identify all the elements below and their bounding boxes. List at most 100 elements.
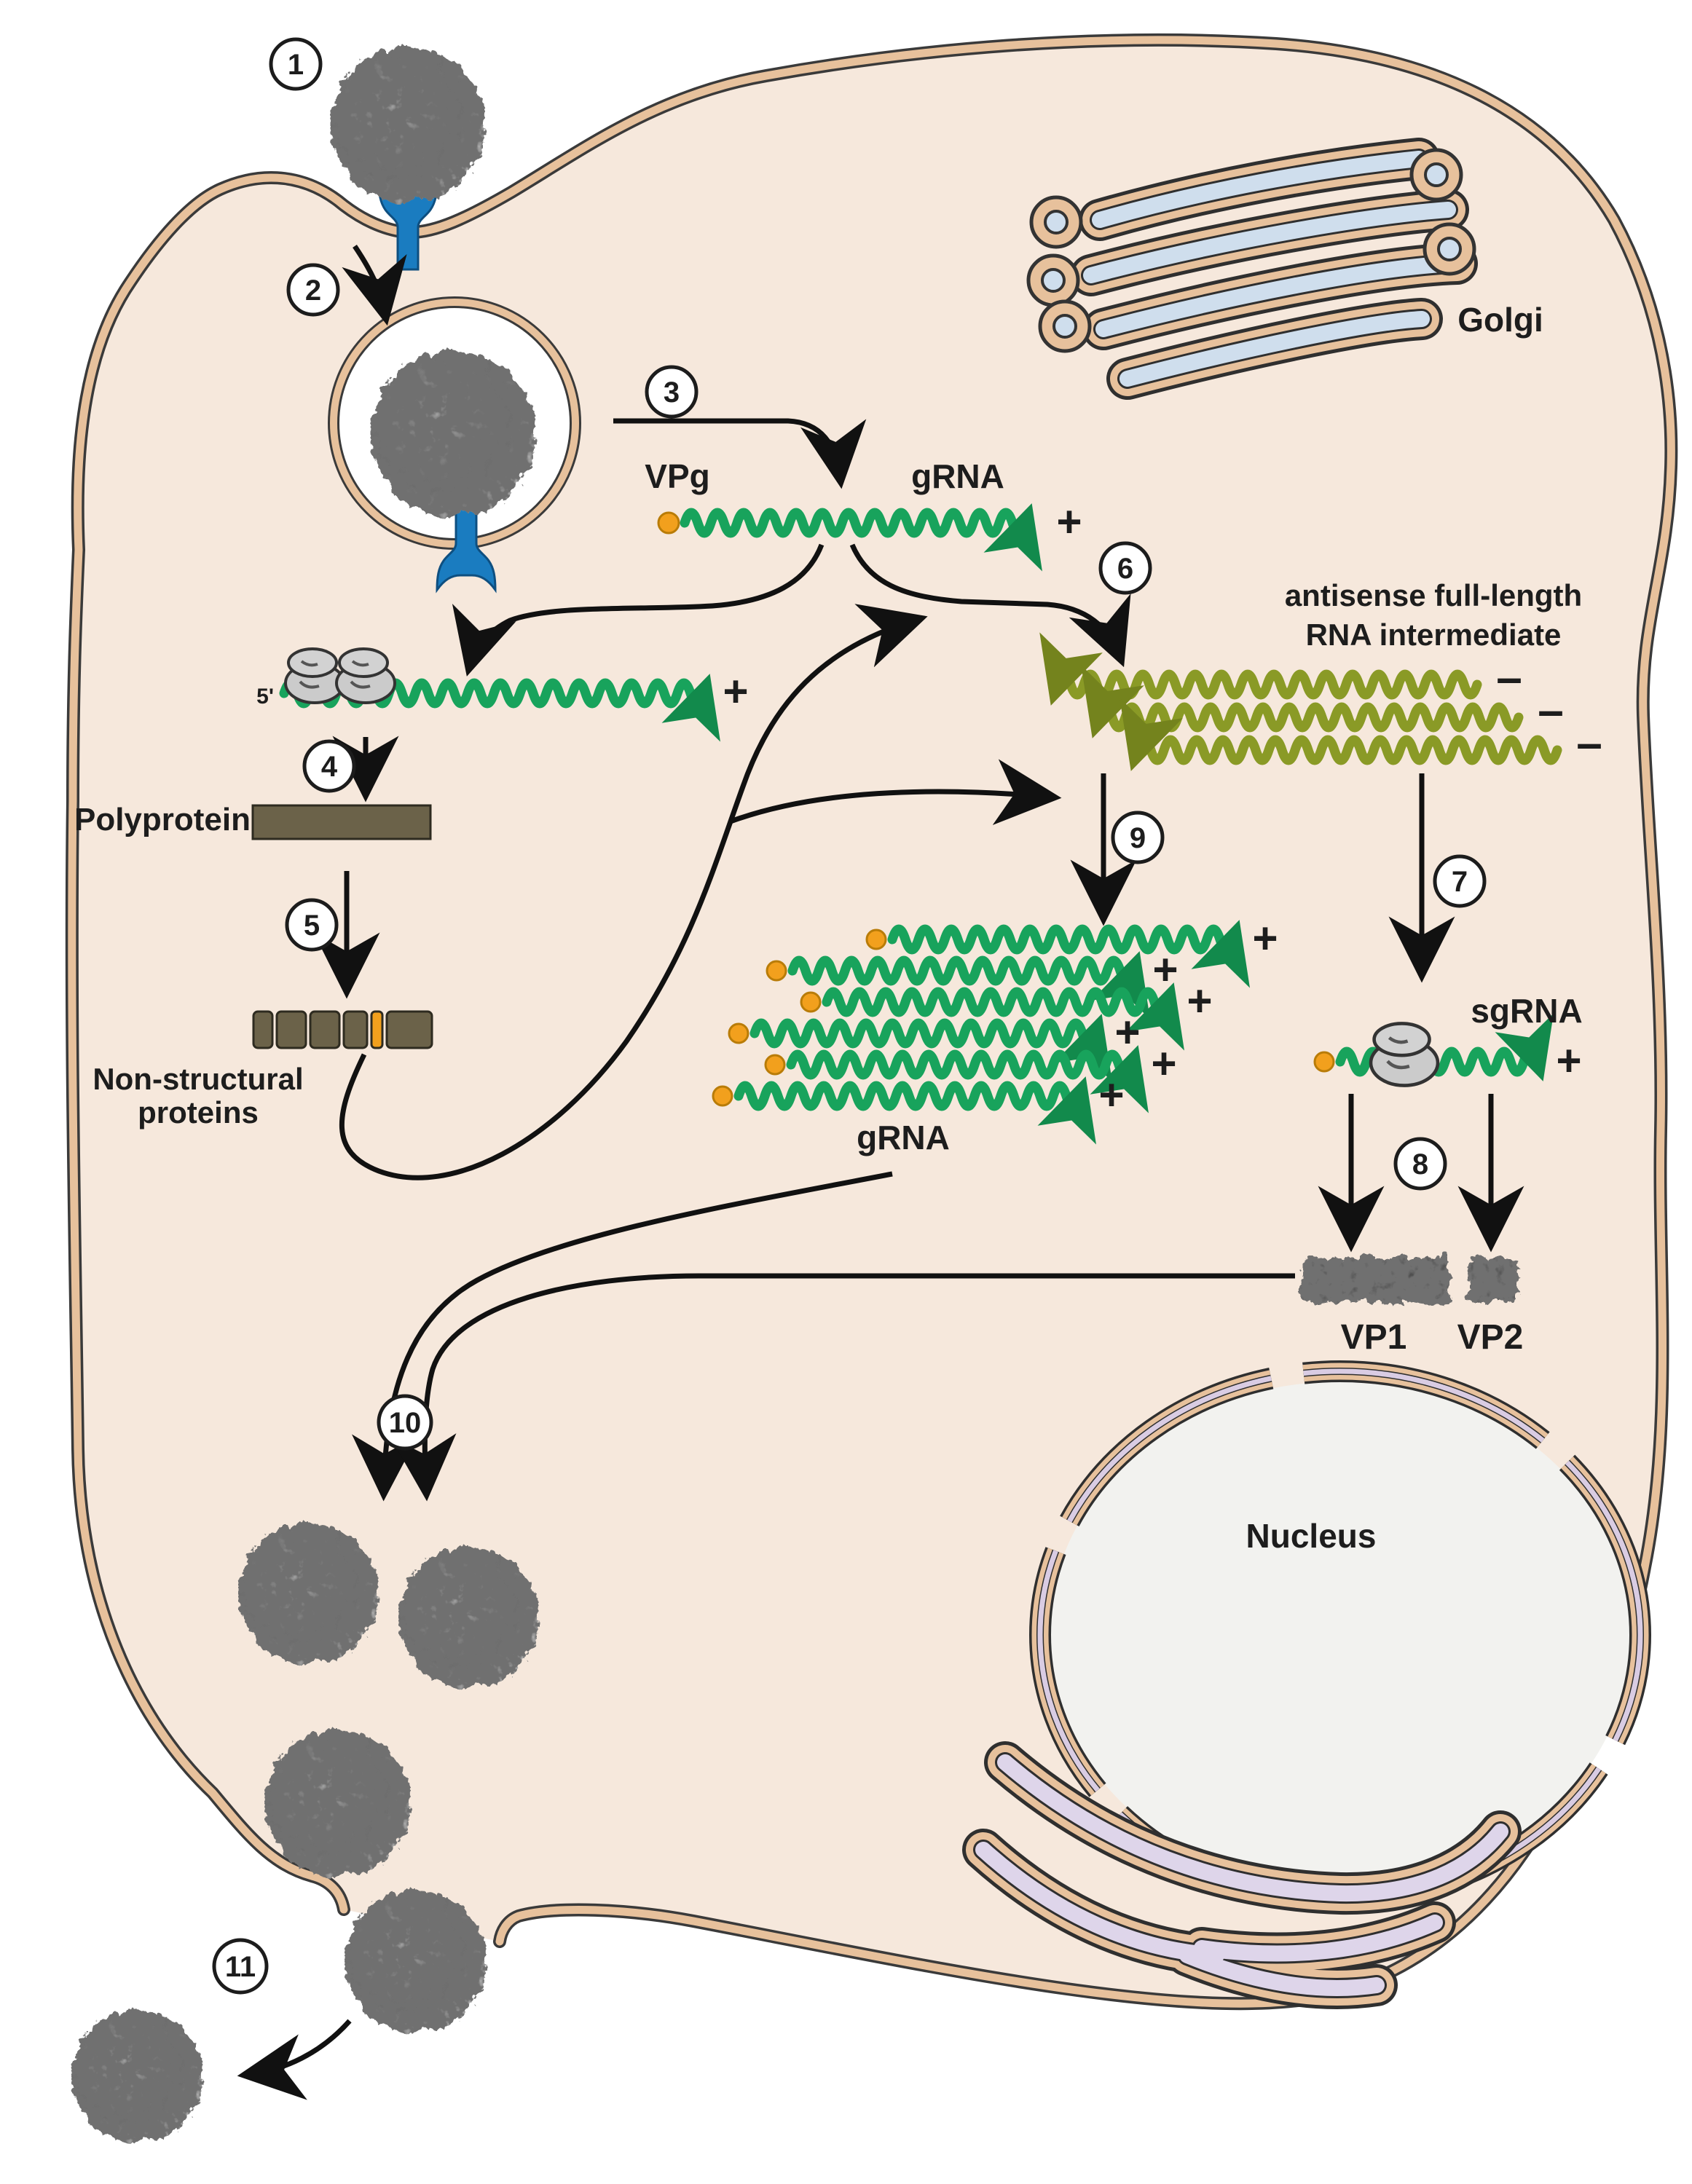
grna-copy xyxy=(791,1054,1132,1075)
label-sgrna: sgRNA xyxy=(1471,992,1582,1030)
minus-sign: – xyxy=(1538,684,1564,736)
svg-text:5: 5 xyxy=(304,910,320,942)
svg-text:2: 2 xyxy=(305,275,321,307)
arrow-step-3 xyxy=(613,418,867,489)
label-antisense-line2: RNA intermediate xyxy=(1306,618,1562,652)
golgi-vesicle xyxy=(1028,256,1078,305)
capsid-proteins: VP1 VP2 xyxy=(1299,1255,1523,1357)
golgi-vesicle xyxy=(1040,301,1090,351)
ribosome-icon xyxy=(1371,1023,1438,1085)
label-grna: gRNA xyxy=(911,457,1004,495)
step-marker-8: 8 xyxy=(1393,1137,1447,1191)
antisense-rna: – – – antisense full-length RNA intermed… xyxy=(1058,578,1602,769)
nonstructural-proteins: Non-structural proteins xyxy=(93,1010,433,1130)
label-polyprotein: Polyprotein xyxy=(74,802,251,837)
plus-sign: + xyxy=(1252,914,1278,963)
virion-assembled-1 xyxy=(236,1521,376,1661)
nsp-segment-vpg xyxy=(370,1010,384,1049)
subgenomic-rna: + sgRNA xyxy=(1313,992,1583,1086)
arrow-grna-to-assembly xyxy=(352,1171,893,1502)
golgi-apparatus: Golgi xyxy=(1028,150,1543,379)
virion-budding xyxy=(342,1888,484,2030)
golgi-vesicle xyxy=(1412,150,1461,200)
label-golgi: Golgi xyxy=(1457,301,1543,339)
label-vp2: VP2 xyxy=(1457,1318,1524,1357)
vpg-icon xyxy=(712,1085,733,1107)
grna-strand xyxy=(685,513,1026,533)
arrow-nsp-to-replication xyxy=(729,759,1062,826)
polyprotein-bar xyxy=(251,804,432,840)
polyprotein: Polyprotein xyxy=(74,802,432,840)
arrow-step-2 xyxy=(342,245,407,326)
svg-text:4: 4 xyxy=(321,751,338,783)
step-marker-5: 5 xyxy=(285,898,339,952)
grna-copy xyxy=(892,929,1233,950)
virion-in-endosome xyxy=(368,349,532,513)
vpg-icon xyxy=(657,511,680,535)
golgi-vesicle xyxy=(1031,197,1081,247)
step-marker-11: 11 xyxy=(212,1938,269,1995)
vpg-icon xyxy=(800,991,822,1013)
arrow-step-6 xyxy=(849,543,1131,668)
step-marker-7: 7 xyxy=(1433,854,1487,908)
virion-attaching xyxy=(328,45,482,200)
grna-copy xyxy=(739,1086,1079,1106)
step-marker-2: 2 xyxy=(286,263,340,317)
arrow-step-11 xyxy=(237,2019,352,2100)
step-marker-4: 4 xyxy=(302,739,356,793)
arrow-grna-to-translation xyxy=(452,543,825,677)
plus-sign: + xyxy=(1098,1071,1124,1119)
vpg-icon xyxy=(865,929,887,950)
svg-text:8: 8 xyxy=(1412,1148,1428,1180)
label-nsp-line1: Non-structural xyxy=(93,1062,303,1096)
svg-text:3: 3 xyxy=(664,377,680,409)
plus-sign: + xyxy=(723,667,748,716)
vpg-icon xyxy=(1313,1051,1335,1073)
plus-sign: + xyxy=(1556,1036,1581,1085)
nsp-segment xyxy=(275,1010,307,1049)
svg-text:11: 11 xyxy=(225,1951,256,1983)
label-vp1: VP1 xyxy=(1341,1318,1407,1357)
step-marker-1: 1 xyxy=(269,37,323,91)
ribosome-icon xyxy=(335,647,396,704)
step-markers: 1 2 3 4 5 6 7 8 9 10 11 xyxy=(212,37,1487,1995)
genomic-rna: + VPg gRNA xyxy=(645,457,1082,546)
plus-sign: + xyxy=(1151,1039,1176,1088)
label-grna-pool: gRNA xyxy=(857,1119,950,1156)
svg-text:1: 1 xyxy=(288,49,304,81)
vpg-icon xyxy=(764,1054,786,1076)
vp1-bar xyxy=(1299,1255,1449,1301)
nsp-segment xyxy=(252,1010,274,1049)
label-five-prime: 5' xyxy=(256,685,274,709)
golgi-vesicle xyxy=(1425,224,1474,274)
vpg-icon xyxy=(728,1022,749,1044)
grna-copy xyxy=(755,1023,1095,1044)
svg-text:6: 6 xyxy=(1117,553,1133,585)
label-vpg: VPg xyxy=(645,457,709,495)
minus-sign: – xyxy=(1496,651,1522,703)
step-marker-10: 10 xyxy=(377,1394,433,1451)
arrow-nsp-recycle xyxy=(339,604,928,1180)
plus-sign: + xyxy=(1187,977,1212,1025)
ribosome-icon xyxy=(284,647,345,704)
nsp-segment xyxy=(309,1010,341,1049)
cell-membrane xyxy=(65,33,1678,2011)
vp2-bar xyxy=(1465,1255,1515,1301)
plus-sign: + xyxy=(1114,1008,1140,1057)
svg-text:7: 7 xyxy=(1452,866,1468,898)
vpg-icon xyxy=(766,960,787,982)
svg-text:9: 9 xyxy=(1130,822,1146,854)
label-nsp-line2: proteins xyxy=(138,1095,259,1130)
svg-text:10: 10 xyxy=(389,1407,422,1439)
step-marker-3: 3 xyxy=(645,365,699,419)
plus-sign: + xyxy=(1152,945,1178,994)
virion-released xyxy=(69,2008,200,2140)
nsp-segment xyxy=(385,1010,433,1049)
grna-pool: + + + + + + gRNA xyxy=(712,914,1278,1156)
virion-assembled-2 xyxy=(396,1545,536,1685)
step-marker-6: 6 xyxy=(1098,541,1152,595)
label-antisense-line1: antisense full-length xyxy=(1285,578,1582,612)
minus-sign: – xyxy=(1576,717,1602,769)
label-nucleus: Nucleus xyxy=(1246,1517,1377,1555)
